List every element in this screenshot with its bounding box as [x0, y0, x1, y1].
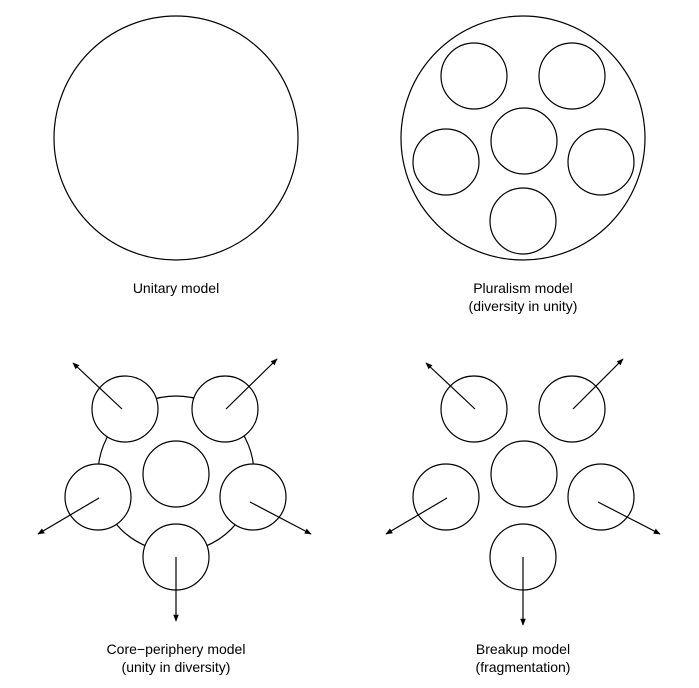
breakup-model-subtitle: (fragmentation): [475, 659, 571, 675]
core-periphery-model-subtitle: (unity in diversity): [121, 659, 231, 675]
unitary-model-caption: Unitary model: [16, 279, 336, 297]
pluralism-part-circle: [567, 128, 635, 196]
breakup-part-circle: [412, 463, 480, 531]
core-periphery-core-circle: [142, 440, 210, 508]
core-periphery-part-circle: [191, 375, 259, 443]
core-periphery-model-figure: [37, 358, 312, 622]
pluralism-part-circle: [412, 128, 480, 196]
pluralism-part-circle: [489, 187, 557, 255]
outward-arrow: [225, 358, 278, 410]
outward-arrow: [249, 501, 312, 535]
breakup-model-caption: Breakup model (fragmentation): [363, 640, 683, 676]
core-periphery-part-circle: [91, 375, 159, 443]
pluralism-model-figure: [400, 15, 646, 261]
outward-arrow: [572, 358, 624, 410]
pluralism-model-caption: Pluralism model (diversity in unity): [363, 279, 683, 315]
pluralism-model-title: Pluralism model: [473, 280, 573, 296]
breakup-model-figure: [385, 358, 661, 626]
breakup-part-circle: [567, 463, 635, 531]
breakup-part-circle: [440, 375, 508, 443]
pluralism-model-subtitle: (diversity in unity): [468, 298, 578, 314]
breakup-part-circle: [538, 375, 606, 443]
core-periphery-part-circle: [64, 463, 132, 531]
core-periphery-model-title: Core−periphery model: [106, 641, 246, 657]
unitary-model-figure: [53, 15, 299, 261]
outward-arrow: [72, 362, 123, 410]
unitary-model-title: Unitary model: [132, 280, 220, 296]
core-periphery-model-caption: Core−periphery model (unity in diversity…: [16, 640, 336, 676]
unitary-circle: [53, 15, 299, 261]
outward-arrow: [597, 501, 661, 535]
pluralism-part-circle: [490, 107, 558, 175]
outward-arrow: [385, 497, 448, 535]
core-periphery-part-circle: [219, 463, 287, 531]
pluralism-outer-circle: [400, 15, 646, 261]
pluralism-part-circle: [538, 42, 606, 110]
breakup-model-title: Breakup model: [475, 641, 571, 657]
pluralism-part-circle: [440, 42, 508, 110]
outward-arrow: [37, 497, 100, 535]
breakup-part-circle: [490, 440, 558, 508]
outward-arrow: [425, 362, 476, 410]
